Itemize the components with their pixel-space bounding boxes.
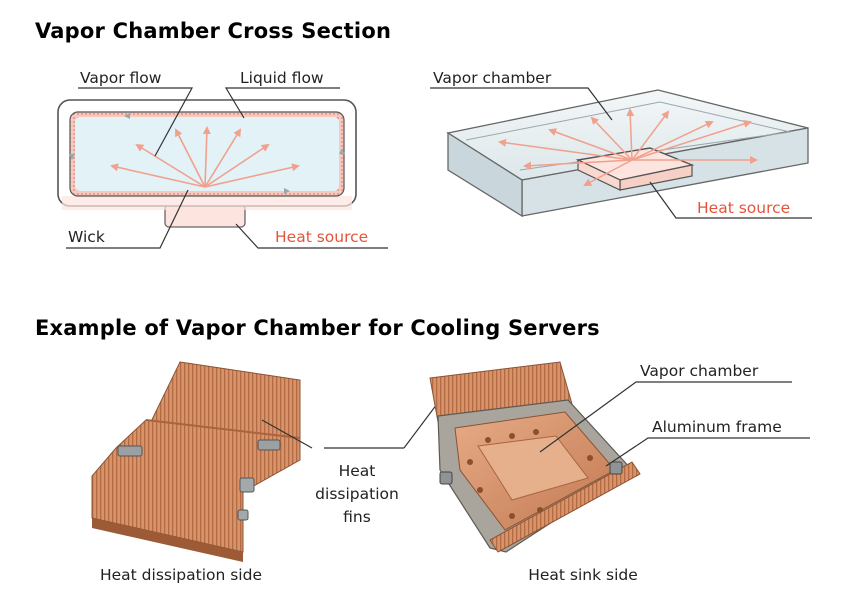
fins-label-line2: dissipation xyxy=(315,485,399,503)
photo-heat-sink-side: Vapor chamber Aluminum frame xyxy=(429,361,810,553)
cross-section-figure: Vapor flow Liquid flow Wick Heat source xyxy=(57,69,388,249)
photo-heat-dissipation-side xyxy=(91,361,313,562)
fins-leader-left xyxy=(261,419,313,449)
wick-label: Wick xyxy=(68,228,105,246)
vapor-flow-label: Vapor flow xyxy=(80,69,162,87)
aluminum-frame-label: Aluminum frame xyxy=(652,418,782,436)
vapor-chamber-label-top: Vapor chamber xyxy=(433,69,552,87)
vapor-chamber-label-photo: Vapor chamber xyxy=(640,362,759,380)
heat-source-label-right: Heat source xyxy=(697,199,790,217)
perspective-arrows xyxy=(498,108,758,186)
liquid-return-arrows xyxy=(69,113,345,194)
caption-heat-dissipation-side: Heat dissipation side xyxy=(100,566,262,584)
example-title: Example of Vapor Chamber for Cooling Ser… xyxy=(35,316,600,340)
heat-source-label-left: Heat source xyxy=(275,228,368,246)
vapor-arrows xyxy=(110,126,300,188)
chamber-side-face xyxy=(447,131,523,218)
caption-heat-sink-side: Heat sink side xyxy=(528,566,638,584)
cross-section-title: Vapor Chamber Cross Section xyxy=(35,19,391,43)
fins-label-line3: fins xyxy=(343,508,371,526)
fins-label-line1: Heat xyxy=(339,462,376,480)
fins-label-group: Heat dissipation fins xyxy=(315,399,441,526)
liquid-flow-label: Liquid flow xyxy=(240,69,324,87)
perspective-figure: Vapor chamber Heat source xyxy=(430,69,812,219)
